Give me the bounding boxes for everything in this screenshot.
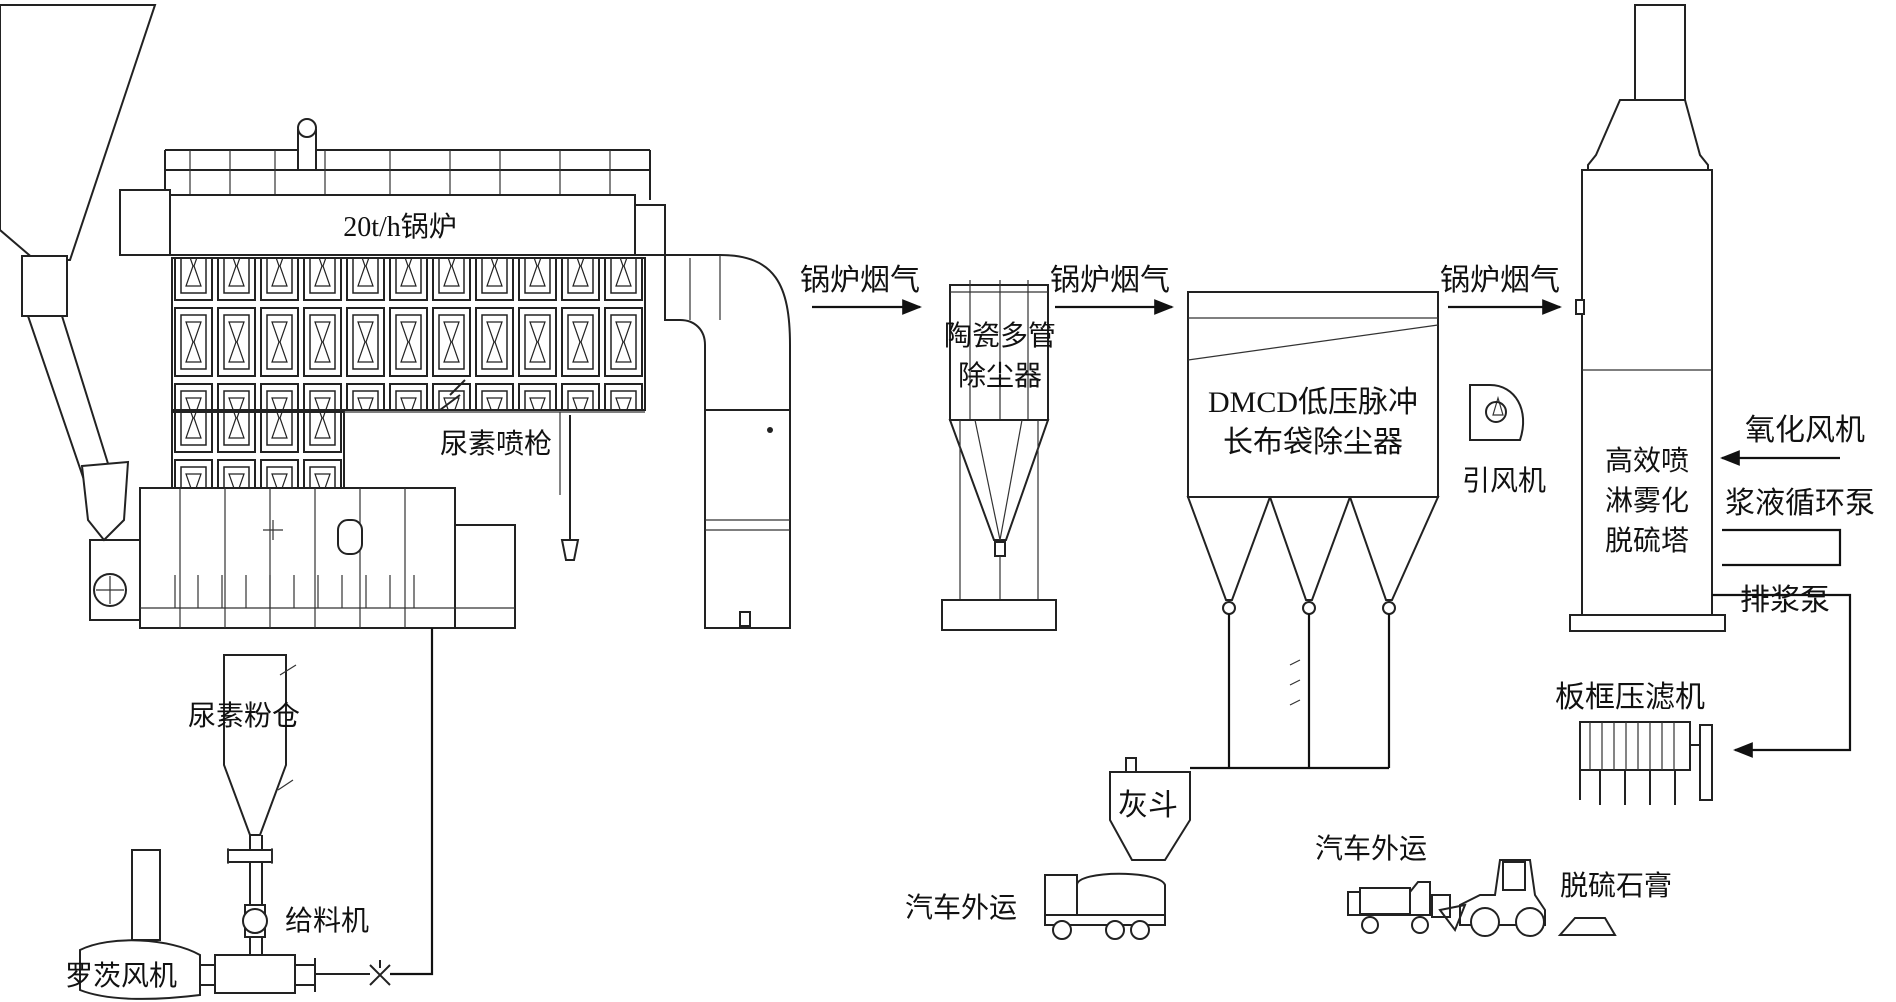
- bag-filter-hopper-3: [1348, 496, 1440, 601]
- economizer-column: [560, 415, 580, 561]
- flue-gas-label-3: 锅炉烟气: [1440, 264, 1560, 297]
- urea-gun-label: 尿素喷枪: [440, 428, 552, 460]
- id-fan: 引风机: [1462, 384, 1546, 497]
- boiler-assembly: 20t/h锅炉 尿素喷枪: [0, 4, 791, 629]
- truck-gypsum-label: 汽车外运: [1315, 833, 1427, 865]
- ceramic-collector-cone: [948, 419, 1050, 541]
- urea-silo: [223, 654, 287, 836]
- urea-conveying-line: [390, 628, 434, 976]
- coal-chute-duct: [21, 255, 68, 317]
- boiler-drum: [167, 194, 636, 256]
- feeder-label: 给料机: [285, 905, 369, 937]
- bag-filter-hopper-1: [1186, 496, 1272, 601]
- ash-hopper: [1109, 771, 1191, 861]
- bag-filter: 锅炉烟气 DMCD低压脉冲 长布袋除尘器 灰斗 汽车外运: [905, 264, 1440, 940]
- desulf-tower-label-3: 脱硫塔: [1605, 525, 1689, 557]
- flue-duct: [664, 254, 791, 411]
- boiler-label: 20t/h锅炉: [343, 211, 457, 243]
- gypsum-label: 脱硫石膏: [1560, 870, 1672, 902]
- stack-top: [1634, 4, 1686, 101]
- filter-press: 板框压滤机 汽车外运 脱硫石膏: [1315, 681, 1713, 937]
- tower-body: [1581, 169, 1713, 616]
- roots-blower: [79, 939, 201, 1000]
- urea-feed-system: 尿素粉仓 给料机 罗茨风机: [65, 628, 434, 1000]
- coal-chute-pipe: [26, 315, 112, 482]
- truck-ash-label: 汽车外运: [905, 892, 1017, 924]
- discharge-pump-label: 排浆泵: [1740, 584, 1830, 617]
- discharge-line: [1712, 593, 1852, 758]
- roots-blower-label: 罗茨风机: [65, 960, 177, 992]
- slurry-circulation-line: [1722, 528, 1842, 567]
- bag-filter-hopper-2: [1268, 496, 1352, 601]
- boiler-panel-lower: [171, 411, 345, 489]
- slurry-pump-label: 浆液循环泵: [1725, 487, 1875, 520]
- desulf-tower-label-1: 高效喷: [1605, 445, 1689, 477]
- filter-press-label: 板框压滤机: [1555, 681, 1705, 714]
- wheel-loader: [1438, 859, 1617, 937]
- ceramic-collector: 锅炉烟气 陶瓷多管 除尘器: [800, 264, 1057, 631]
- chain-grate: [139, 487, 456, 629]
- roots-blower-silencer: [131, 849, 161, 941]
- boiler-panel-upper: [171, 257, 646, 411]
- urea-silo-label: 尿素粉仓: [188, 700, 300, 732]
- ceramic-collector-body: [949, 284, 1049, 421]
- urea-injection-lance: [439, 379, 466, 411]
- gypsum-truck: [1347, 881, 1451, 934]
- ceramic-collector-label-1: 陶瓷多管: [944, 320, 1056, 352]
- steam-pipe-rack: [164, 149, 651, 200]
- feeder-wheel: [93, 573, 127, 607]
- desulf-tower-label-2: 淋雾化: [1605, 485, 1689, 517]
- oxidation-fan-label: 氧化风机: [1745, 414, 1865, 447]
- bag-filter-label-1: DMCD低压脉冲: [1208, 386, 1418, 419]
- ash-truck: [1044, 872, 1166, 940]
- id-fan-label: 引风机: [1462, 465, 1546, 497]
- flue-gas-label-1: 锅炉烟气: [800, 264, 920, 297]
- flue-gas-label-2: 锅炉烟气: [1050, 264, 1170, 297]
- ash-hopper-label: 灰斗: [1118, 789, 1178, 822]
- ceramic-collector-label-2: 除尘器: [958, 360, 1042, 392]
- bag-filter-body: [1187, 291, 1439, 498]
- bag-filter-label-2: 长布袋除尘器: [1223, 426, 1403, 459]
- economizer-body: [704, 409, 791, 629]
- desulfurization-tower: 锅炉烟气 高效喷 淋雾化 脱硫塔 氧化风机 浆液循环泵 排浆泵: [1440, 4, 1875, 758]
